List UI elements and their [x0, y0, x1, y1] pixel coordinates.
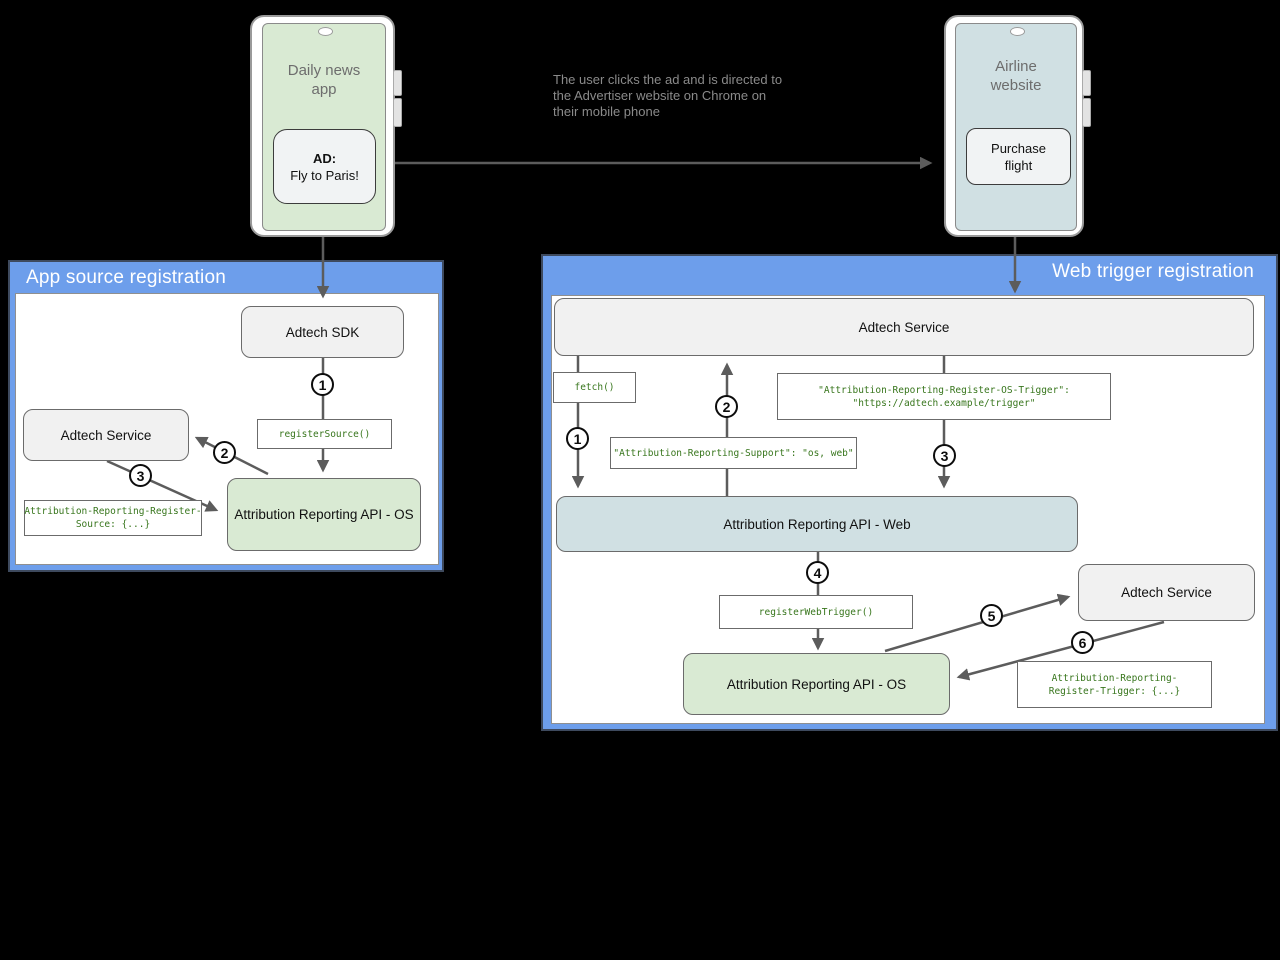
airline-website-title: Airline website — [990, 58, 1042, 94]
step-badge-2: 2 — [715, 395, 738, 418]
ad-banner[interactable]: AD: Fly to Paris! — [273, 129, 376, 204]
code-os-trigger-header: "Attribution-Reporting-Register-OS-Trigg… — [777, 373, 1111, 420]
user-click-annotation: The user clicks the ad and is directed t… — [553, 72, 783, 119]
node-adtech-service-right: Adtech Service — [1078, 564, 1255, 621]
step-badge-1: 1 — [311, 373, 334, 396]
ad-text: Fly to Paris! — [290, 167, 359, 183]
phone-volume-button — [1082, 70, 1091, 96]
code-register-trigger-header: Attribution-Reporting- Register-Trigger:… — [1017, 661, 1212, 708]
purchase-flight-label: Purchase flight — [991, 140, 1046, 173]
node-adtech-sdk: Adtech SDK — [241, 306, 404, 358]
step-badge-5: 5 — [980, 604, 1003, 627]
phone-daily-news: Daily news app AD: Fly to Paris! — [250, 15, 402, 237]
node-attribution-api-web: Attribution Reporting API - Web — [556, 496, 1078, 552]
phone-power-button — [393, 98, 402, 127]
phone-camera-icon — [1010, 27, 1025, 36]
airline-website-screen: Airline website Purchase flight — [955, 23, 1077, 231]
code-register-source: registerSource() — [257, 419, 392, 449]
code-register-source-header: Attribution-Reporting-Register- Source: … — [24, 500, 202, 536]
phone-volume-button — [393, 70, 402, 96]
purchase-flight-button[interactable]: Purchase flight — [966, 128, 1071, 185]
step-badge-3: 3 — [933, 444, 956, 467]
web-trigger-panel-title: Web trigger registration — [1052, 261, 1254, 282]
code-fetch: fetch() — [553, 372, 636, 403]
step-badge-2: 2 — [213, 441, 236, 464]
step-badge-3: 3 — [129, 464, 152, 487]
daily-news-app-screen: Daily news app AD: Fly to Paris! — [262, 23, 386, 231]
phone-airline-website: Airline website Purchase flight — [944, 15, 1091, 237]
code-support-header: "Attribution-Reporting-Support": "os, we… — [610, 437, 857, 469]
daily-news-app-title: Daily news app — [287, 62, 361, 98]
node-adtech-service: Adtech Service — [23, 409, 189, 461]
node-adtech-service-top: Adtech Service — [554, 298, 1254, 356]
node-attribution-api-os: Attribution Reporting API - OS — [227, 478, 421, 551]
step-badge-4: 4 — [806, 561, 829, 584]
node-attribution-api-os-web-panel: Attribution Reporting API - OS — [683, 653, 950, 715]
phone-camera-icon — [318, 27, 333, 36]
phone-power-button — [1082, 98, 1091, 127]
ad-heading: AD: — [312, 150, 337, 166]
app-source-panel-title: App source registration — [26, 267, 226, 288]
step-badge-1: 1 — [566, 427, 589, 450]
code-register-web-trigger: registerWebTrigger() — [719, 595, 913, 629]
step-badge-6: 6 — [1071, 631, 1094, 654]
